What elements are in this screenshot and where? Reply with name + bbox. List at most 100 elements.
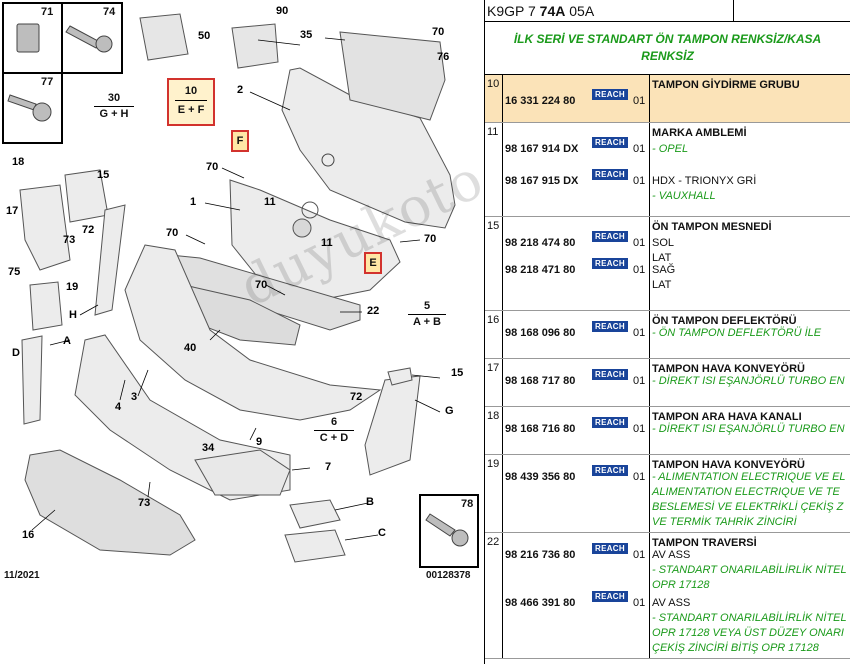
part-note: - STANDART ONARILABİLİRLİK NİTEL: [652, 564, 847, 576]
row-ref-number: 10: [487, 78, 500, 90]
group-sub-5: A + B: [412, 315, 441, 328]
part-quantity: 01: [633, 175, 646, 187]
callout-B: B: [366, 496, 374, 508]
part-note: - ÖN TAMPON DEFLEKTÖRÜ İLE: [652, 327, 822, 339]
callout-71: 71: [41, 6, 54, 18]
row-title: MARKA AMBLEMİ: [652, 127, 747, 139]
callout-72-b: 72: [350, 391, 363, 403]
callout-70-d: 70: [166, 227, 179, 239]
callout-22: 22: [367, 305, 380, 317]
callout-73-a: 73: [63, 234, 76, 246]
part-number[interactable]: 98 218 474 80: [505, 237, 576, 249]
section-title-line-2: RENKSİZ: [641, 49, 694, 63]
diagram-drawing: [19, 13, 456, 563]
part-number[interactable]: 98 218 471 80: [505, 264, 576, 276]
emblem-ring-11: [301, 201, 319, 219]
callout-50: 50: [198, 30, 211, 42]
catalog-code: K9GP 7 74A 05A: [487, 3, 594, 19]
part-number[interactable]: 98 168 096 80: [505, 327, 576, 339]
group-number-5: 5: [423, 300, 431, 312]
callout-70-c: 70: [424, 233, 437, 245]
trim-C: [284, 529, 346, 563]
reach-badge: REACH: [592, 591, 628, 602]
group-sub-10: E + F: [177, 104, 205, 116]
row-ref-number: 18: [487, 410, 500, 422]
group-sub-6: C + D: [319, 431, 349, 444]
part-note: - VAUXHALL: [652, 190, 716, 202]
bumper-main: [124, 244, 382, 421]
part-number[interactable]: 98 167 915 DX: [505, 175, 579, 187]
part-quantity: 01: [633, 264, 646, 276]
section-title-line-1: İLK SERİ VE STANDART ÖN TAMPON RENKSİZ/K…: [513, 32, 822, 46]
part-number[interactable]: 98 167 914 DX: [505, 143, 579, 155]
reach-badge: REACH: [592, 137, 628, 148]
reach-badge: REACH: [592, 465, 628, 476]
callout-2: 2: [237, 84, 244, 96]
parts-list-panel: K9GP 7 74A 05A İLK SERİ VE STANDART ÖN T…: [484, 0, 850, 664]
part-number[interactable]: 98 439 356 80: [505, 471, 576, 483]
parts-row[interactable]: 11 MARKA AMBLEMİ 98 167 914 DX REACH 01 - OPE…: [485, 123, 850, 217]
part-note: VE TERMİK TAHRİK ZİNCİRİ: [652, 516, 797, 528]
part-note: - STANDART ONARILABİLİRLİK NİTEL: [652, 612, 847, 624]
reach-badge: REACH: [592, 89, 628, 100]
row-ref-number: 11: [487, 126, 499, 138]
part-note: AV ASS: [652, 597, 691, 609]
air-duct-17-18: [19, 184, 71, 271]
part-number[interactable]: 98 216 736 80: [505, 549, 576, 561]
callout-18: 18: [12, 156, 25, 168]
part-note: - OPEL: [652, 143, 689, 155]
reach-badge: REACH: [592, 321, 628, 332]
callout-A: A: [63, 335, 71, 347]
callout-19: 19: [66, 281, 79, 293]
part-note: ALIMENTATION ELECTRIQUE VE TE: [652, 486, 840, 498]
callout-7: 7: [325, 461, 332, 473]
callout-4: 4: [115, 401, 122, 413]
part-note: BESLEMESİ VE ELEKTRİKLİ ÇEKİŞ Z: [652, 501, 844, 513]
bumper-cover-1: [229, 179, 401, 301]
section-title: İLK SERİ VE STANDART ÖN TAMPON RENKSİZ/K…: [485, 22, 850, 75]
group-number-6: 6: [330, 416, 338, 428]
callout-70-b: 70: [206, 161, 219, 173]
part-number[interactable]: 98 168 717 80: [505, 375, 576, 387]
callout-17: 17: [6, 205, 19, 217]
callout-9: 9: [256, 436, 263, 448]
callout-70-a: 70: [432, 26, 445, 38]
part-quantity: 01: [633, 423, 646, 435]
part-number[interactable]: 16 331 224 80: [505, 95, 576, 107]
callout-D: D: [12, 347, 20, 359]
trim-B: [289, 499, 341, 529]
part-quantity: 01: [633, 95, 646, 107]
callout-15-b: 15: [451, 367, 464, 379]
exploded-parts-diagram: 71 74 77 78 30 G + H 10 E + F 5 A + B 6 …: [2, 2, 484, 581]
catalog-code-suffix: 05A: [565, 3, 595, 19]
part-number[interactable]: 98 466 391 80: [505, 597, 576, 609]
callout-70-e: 70: [255, 279, 268, 291]
part-note: - DİREKT ISI EŞANJÖRLÜ TURBO EN: [652, 423, 845, 435]
part-quantity: 01: [633, 327, 646, 339]
tag-E: E: [364, 252, 382, 274]
callout-76: 76: [437, 51, 450, 63]
catalog-code-bold: 74A: [539, 3, 566, 19]
callout-34: 34: [202, 442, 215, 454]
part-note: - ALIMENTATION ELECTRIQUE VE EL: [652, 471, 846, 483]
row-ref-number: 19: [487, 458, 500, 470]
part-note: SOL: [652, 237, 675, 249]
bracket-72-right: [364, 375, 421, 476]
part-note: AV ASS: [652, 549, 691, 561]
callout-11-b: 11: [321, 237, 333, 249]
leader-lines: [31, 37, 441, 541]
diagram-ref-number: 00128378: [426, 570, 471, 581]
row-ref-number: 16: [487, 314, 500, 326]
catalog-header: K9GP 7 74A 05A: [485, 0, 850, 22]
bracket-D: [21, 335, 43, 425]
part-number[interactable]: 98 168 716 80: [505, 423, 576, 435]
part-note: ÇEKİŞ ZİNCİRİ BİTİŞ OPR 17128: [652, 642, 819, 654]
